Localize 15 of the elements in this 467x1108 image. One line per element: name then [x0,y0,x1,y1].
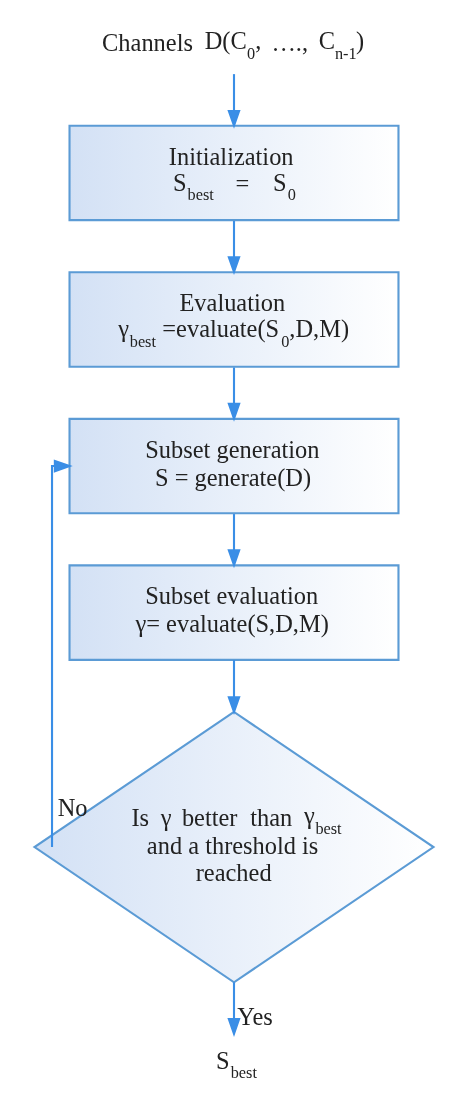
arrow [226,660,241,716]
node-text: Channels D(C$_{0}$, …., C$_{n-1}$) [101,27,364,63]
edge-label: No [57,794,88,822]
node-box: Subset evaluation γ= evaluate(S,D,M) [67,564,400,661]
edge-label: Yes [236,1002,273,1030]
arrow [226,514,241,569]
node-box: Initialization S$_{best}$ = S$_{0}$ [67,124,400,222]
node-box: Subset generation S = generate(D) [67,417,400,515]
arrow [226,982,241,1037]
node-text: S$_{best}$ [215,1046,257,1083]
arrow [226,367,241,422]
node-box: Evaluation γ$_{best}$ =evaluate(S$_{0}$,D,M) [67,271,400,368]
arrow [226,220,241,276]
arrow [226,74,241,129]
arrow [50,459,73,848]
